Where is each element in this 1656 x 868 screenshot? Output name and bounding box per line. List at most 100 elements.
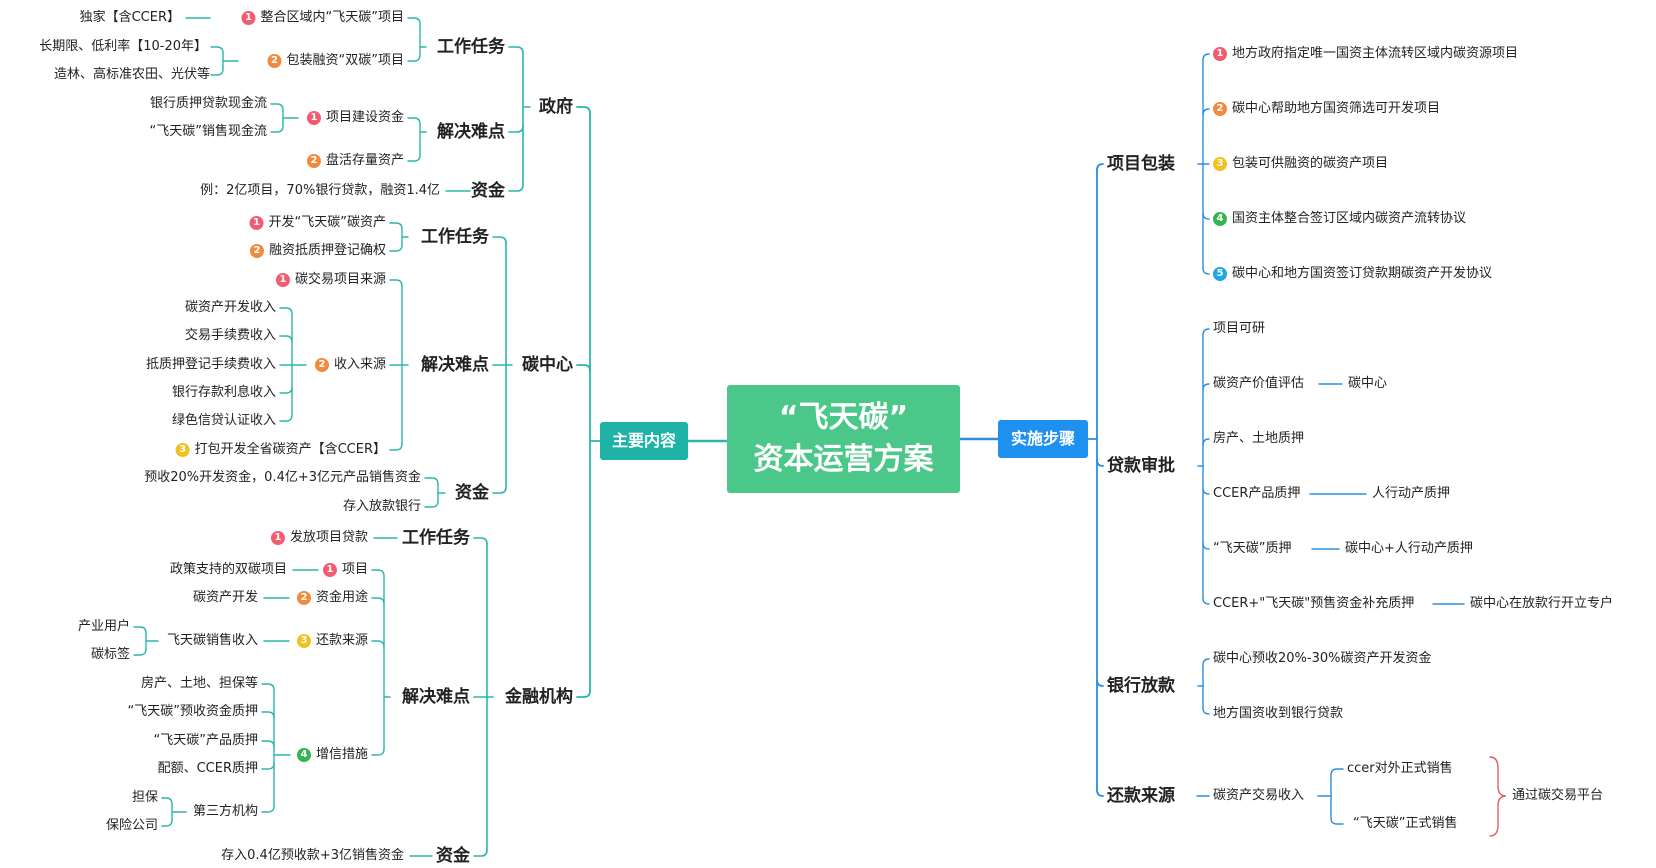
- carbon-task-node[interactable]: 工作任务: [421, 227, 489, 247]
- branch-line: [1202, 328, 1210, 336]
- fin-diff-node[interactable]: 解决难点: [402, 687, 470, 707]
- fin-d4-third-sub-2[interactable]: 保险公司: [105, 818, 158, 833]
- fin-d4-sub-4[interactable]: 配额、CCER质押: [157, 761, 258, 776]
- loan-approval-node[interactable]: 贷款审批: [1107, 456, 1175, 476]
- gov-diff-1-sub-1[interactable]: 银行质押贷款现金流: [149, 96, 267, 111]
- bank-item-1[interactable]: 碳中心预收20%-30%碳资产开发资金: [1213, 651, 1432, 666]
- loan-item-5-sub[interactable]: 碳中心+人行动产质押: [1345, 541, 1473, 556]
- fin-task-1-label: 发放项目贷款: [289, 530, 368, 545]
- fin-d4-sub-2[interactable]: “飞天碳”预收资金质押: [127, 704, 258, 719]
- pack-item-3-label: 包装可供融资的碳资产项目: [1232, 156, 1389, 171]
- carbon-fund-node[interactable]: 资金: [455, 483, 489, 503]
- loan-item-2[interactable]: 碳资产价值评估: [1213, 376, 1305, 391]
- carbon-income-3[interactable]: 抵质押登记手续费收入: [145, 357, 276, 372]
- gov-diff-1-sub-2[interactable]: “飞天碳”销售现金流: [149, 124, 267, 139]
- gov-fund-node[interactable]: 资金: [471, 181, 505, 201]
- gov-diff-node[interactable]: 解决难点: [437, 122, 505, 142]
- carbon-fund-1[interactable]: 预收20%开发资金，0.4亿+3亿元产品销售资金: [144, 470, 421, 485]
- branch-line: [492, 486, 507, 494]
- number-5-icon: 5: [1213, 267, 1227, 281]
- fin-d4-sub-1[interactable]: 房产、土地、担保等: [140, 676, 258, 691]
- repay-item-1[interactable]: 碳资产交易收入: [1213, 788, 1305, 803]
- gov-node[interactable]: 政府: [539, 97, 573, 117]
- carbon-income-4[interactable]: 银行存款利息收入: [171, 385, 276, 400]
- branch-line: [1202, 597, 1210, 605]
- implementation-steps-node[interactable]: 实施步骤: [998, 420, 1088, 458]
- central-topic[interactable]: “飞天碳” 资本运营方案: [727, 385, 960, 493]
- fin-d3-label: 还款来源: [315, 633, 368, 648]
- loan-item-6[interactable]: CCER+"飞天碳"预售资金补充质押: [1213, 596, 1415, 611]
- branch-line: [371, 748, 385, 756]
- fin-d4-third[interactable]: 第三方机构: [192, 804, 258, 819]
- fin-d2-sub[interactable]: 碳资产开发: [192, 590, 258, 605]
- repayment-source-node[interactable]: 还款来源: [1107, 786, 1175, 806]
- gov-task-2-sub-2[interactable]: 造林、高标准农田、光伏等: [53, 67, 210, 82]
- carbon-diff-node[interactable]: 解决难点: [421, 355, 489, 375]
- fin-fund-node[interactable]: 资金: [436, 846, 470, 866]
- carbon-income-5[interactable]: 绿色信贷认证收入: [171, 413, 276, 428]
- fin-d3-subsub-1[interactable]: 产业用户: [77, 619, 130, 634]
- loan-item-5[interactable]: “飞天碳”质押: [1213, 541, 1292, 556]
- bank-item-2[interactable]: 地方国资收到银行贷款: [1213, 706, 1344, 721]
- project-packaging-node[interactable]: 项目包装: [1107, 154, 1175, 174]
- carbon-income-2[interactable]: 交易手续费收入: [184, 328, 276, 343]
- number-2-icon: 2: [314, 358, 329, 372]
- loan-item-4[interactable]: CCER产品质押: [1213, 486, 1301, 501]
- loan-item-3[interactable]: 房产、土地质押: [1213, 431, 1305, 446]
- branch-line: [508, 184, 524, 192]
- branch-line: [1202, 707, 1210, 715]
- financial-institution-node[interactable]: 金融机构: [505, 687, 573, 707]
- repay-platform[interactable]: 通过碳交易平台: [1512, 788, 1604, 803]
- repay-item-1-sub-2[interactable]: “飞天碳”正式销售: [1353, 816, 1458, 831]
- number-2-icon: 2: [306, 154, 321, 168]
- repay-item-1-sub-1[interactable]: ccer对外正式销售: [1347, 761, 1453, 776]
- branch-line: [389, 222, 403, 230]
- branch-line: [279, 414, 293, 422]
- branch-line: [492, 236, 507, 244]
- fin-d4-sub-3[interactable]: “飞天碳”产品质押: [153, 733, 258, 748]
- branch-line: [261, 683, 275, 691]
- fin-d4-third-sub-1[interactable]: 担保: [131, 790, 158, 805]
- loan-item-6-sub[interactable]: 碳中心在放款行开立专户: [1470, 596, 1614, 611]
- fin-d3-sub[interactable]: 飞天碳销售收入: [166, 633, 258, 648]
- gov-task-2-sub-1[interactable]: 长期限、低利率【10-20年】: [39, 39, 207, 54]
- gov-fund-text[interactable]: 例：2亿项目，70%银行贷款，融资1.4亿: [200, 183, 440, 198]
- branch-line: [576, 106, 591, 114]
- loan-item-1[interactable]: 项目可研: [1213, 321, 1266, 336]
- branch-line: [1202, 108, 1210, 116]
- fin-d1-sub[interactable]: 政策支持的双碳项目: [169, 562, 287, 577]
- gov-task-1-sub[interactable]: 独家【含CCER】: [79, 10, 180, 25]
- carbon-income-1[interactable]: 碳资产开发收入: [184, 300, 276, 315]
- main-content-node[interactable]: 主要内容: [600, 422, 688, 460]
- fin-task-node[interactable]: 工作任务: [402, 528, 470, 548]
- carbon-center-node[interactable]: 碳中心: [522, 355, 573, 375]
- fin-fund-text[interactable]: 存入0.4亿预收款+3亿销售资金: [221, 848, 404, 863]
- fin-d3-subsub-2[interactable]: 碳标签: [90, 647, 130, 662]
- gov-task-node[interactable]: 工作任务: [437, 37, 505, 57]
- branch-line: [1202, 383, 1210, 391]
- bank-lending-node[interactable]: 银行放款: [1107, 676, 1175, 696]
- loan-item-2-sub[interactable]: 碳中心: [1348, 376, 1388, 391]
- carbon-fund-2[interactable]: 存入放款银行: [342, 499, 421, 514]
- branch-line: [1202, 438, 1210, 446]
- loan-item-4-sub[interactable]: 人行动产质押: [1372, 486, 1451, 501]
